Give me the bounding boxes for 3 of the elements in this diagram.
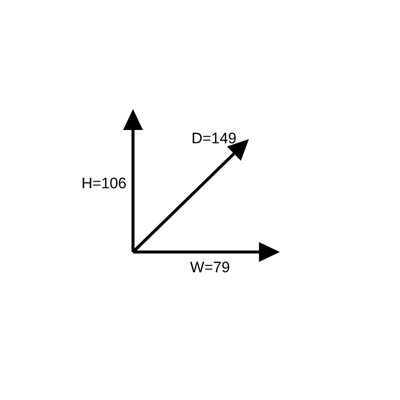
- dimension-label: D=149: [192, 132, 236, 144]
- dimension-label: W=79: [190, 262, 230, 272]
- dimension-label: H=106: [82, 178, 126, 188]
